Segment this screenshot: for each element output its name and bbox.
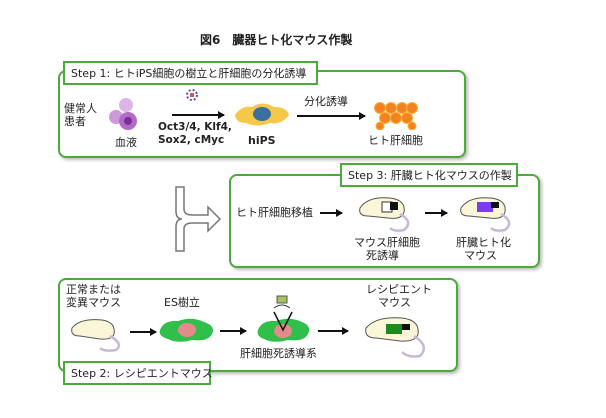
arrow [425,209,448,216]
humanized-line1: 肝臓ヒト化 [456,236,511,249]
step3-label: Step 3: 肝臓ヒト化マウスの作製 [340,163,518,187]
arrow [320,209,343,216]
humanized-line2: マウス [464,249,497,262]
factors-line2: Sox2, cMyc [158,134,225,146]
transplant-label: ヒト肝細胞移植 [236,206,313,219]
merge-arrow-icon [175,186,222,252]
arrow [318,327,349,334]
hepatocyte-label: ヒト肝細胞 [368,134,423,147]
mouse-death-line1: マウス肝細胞 [354,236,420,249]
es-cell-injection-icon [257,295,310,342]
ips-cell-icon [235,103,289,126]
normal-line2: 変異マウス [66,296,121,309]
induction-label: 分化誘導 [304,95,348,108]
patient-label: 健常人 患者 [64,102,97,128]
virus-vector-icon [186,89,198,101]
blood-label: 血液 [115,136,137,149]
recipient-line2: マウス [378,296,411,309]
step2-label: Step 2: レシピエントマウス [63,361,213,385]
mouse-death-line2: 死誘導 [366,249,399,262]
es-cell-icon [159,318,213,342]
mouse-icon [359,197,410,232]
step1-label: Step 1: ヒトiPS細胞の樹立と肝細胞の分化誘導 [63,61,318,85]
arrow [130,328,157,335]
humanized-mouse-icon [460,197,511,232]
death-system-label: 肝細胞死誘導系 [240,347,317,360]
es-label: ES樹立 [164,296,200,309]
blood-cells-icon [109,98,137,130]
step3-box [229,174,540,268]
hepatocyte-cluster-icon [374,102,418,130]
arrow [220,327,247,334]
arrow [297,112,366,119]
figure-title: 図6 臓器ヒト化マウス作製 [200,33,353,47]
hips-label: hiPS [248,134,276,147]
factors-line1: Oct3/4, Klf4, [158,121,232,133]
recipient-mouse-icon [365,317,426,358]
recipient-line1: レシピエント [366,283,432,296]
arrow [172,111,225,118]
mouse-icon [71,319,121,352]
normal-line1: 正常または [66,283,121,296]
